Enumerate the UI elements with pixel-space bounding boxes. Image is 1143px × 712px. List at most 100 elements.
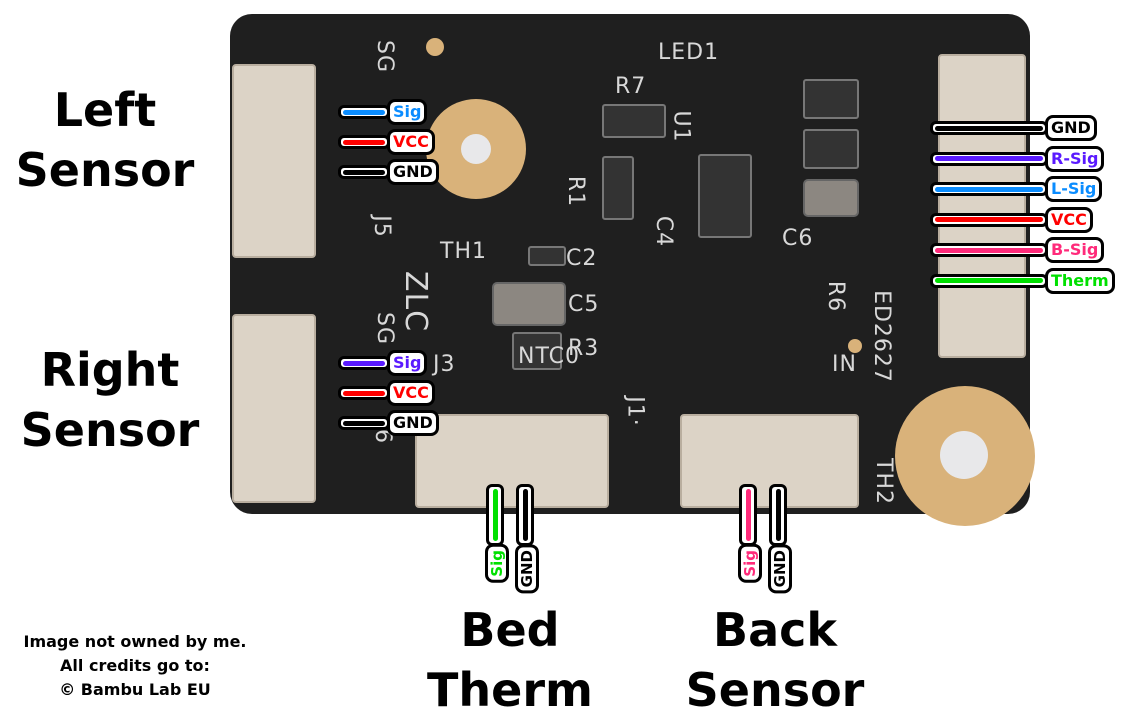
wire-line bbox=[338, 165, 390, 179]
resistor-r1 bbox=[602, 156, 634, 220]
silk-th2: TH2 bbox=[870, 458, 896, 505]
silk-c2: C2 bbox=[566, 246, 598, 271]
capacitor-c2 bbox=[528, 246, 566, 266]
title-line: Back bbox=[713, 603, 837, 657]
back-sensor-pin-gnd-wire bbox=[769, 484, 787, 546]
silk-led1: LED1 bbox=[658, 40, 720, 65]
silk-r7: R7 bbox=[615, 74, 647, 99]
wire-line bbox=[338, 416, 390, 430]
credit-line: © Bambu Lab EU bbox=[59, 680, 211, 699]
main-connector-pin-vcc: VCC bbox=[930, 206, 1093, 233]
pin-label: L-Sig bbox=[1045, 176, 1103, 202]
silk-c4: C4 bbox=[651, 215, 677, 248]
wire-line bbox=[338, 105, 390, 119]
silk-r6: R6 bbox=[823, 280, 849, 313]
pin-label: VCC bbox=[387, 380, 435, 406]
silk-sg2: SG bbox=[372, 311, 398, 346]
mounting-hole bbox=[940, 431, 988, 479]
right-sensor-title: Right Sensor bbox=[5, 340, 215, 460]
pin-label: Sig bbox=[387, 99, 428, 125]
silk-j1: J1· bbox=[622, 396, 648, 427]
main-connector-pin-therm: Therm bbox=[930, 267, 1115, 294]
credit-note: Image not owned by me. All credits go to… bbox=[0, 630, 270, 702]
silk-r3: R3 bbox=[568, 336, 600, 361]
resistor-r7 bbox=[602, 104, 666, 138]
main-connector-pin-l-sig: L-Sig bbox=[930, 176, 1103, 202]
title-line: Right bbox=[40, 343, 180, 397]
pin-label: R-Sig bbox=[1045, 145, 1105, 172]
silk-sg: SG bbox=[372, 39, 398, 74]
back-sensor-pin-sig-wire bbox=[739, 484, 757, 546]
capacitor-c6 bbox=[803, 179, 859, 217]
right-sensor-pin-gnd: GND bbox=[338, 410, 439, 436]
pin-label: VCC bbox=[1045, 206, 1093, 233]
left-sensor-pin-gnd: GND bbox=[338, 159, 439, 185]
pin-label: B-Sig bbox=[1045, 237, 1105, 263]
chip-u1 bbox=[698, 154, 752, 238]
silk-in: IN bbox=[832, 352, 857, 377]
wire-line bbox=[930, 182, 1048, 196]
resistor-r3 bbox=[512, 332, 562, 370]
bed-therm-pin-sig-wire bbox=[486, 484, 504, 546]
silk-zlc: ZLC bbox=[398, 270, 434, 333]
bed-therm-title: Bed Therm bbox=[410, 600, 610, 712]
resistor bbox=[803, 79, 859, 119]
title-line: Sensor bbox=[20, 403, 200, 457]
pin-label: GND bbox=[1045, 115, 1097, 141]
right-sensor-pin-vcc: VCC bbox=[338, 380, 435, 406]
left-sensor-pin-vcc: VCC bbox=[338, 129, 435, 155]
wire-line bbox=[930, 273, 1048, 288]
wire-line bbox=[338, 386, 390, 400]
bed-therm-pin-sig-label: Sig bbox=[485, 544, 509, 583]
bed-therm-connector bbox=[415, 414, 609, 508]
pin-label: VCC bbox=[387, 129, 435, 155]
right-sensor-pin-sig: Sig bbox=[338, 350, 428, 376]
main-connector-pin-b-sig: B-Sig bbox=[930, 237, 1105, 263]
main-connector-pin-gnd: GND bbox=[930, 115, 1097, 141]
title-line: Sensor bbox=[685, 663, 865, 712]
silk-j5: J5 bbox=[368, 215, 394, 238]
left-sensor-pin-sig: Sig bbox=[338, 99, 428, 125]
pin-label: GND bbox=[387, 159, 439, 185]
silk-j3: J3 bbox=[433, 352, 456, 377]
title-line: Left bbox=[53, 83, 157, 137]
pin-label: Sig bbox=[387, 350, 428, 376]
bed-therm-pin-gnd-wire bbox=[516, 484, 534, 546]
pcb-board: SG J5 TH1 ZLC SG J3 6 NTC0 J1· LED1 R7 U… bbox=[230, 14, 1035, 526]
silk-c6: C6 bbox=[782, 226, 814, 251]
silk-th1: TH1 bbox=[440, 239, 487, 264]
pin-label: GND bbox=[387, 410, 439, 436]
main-connector bbox=[938, 54, 1026, 358]
title-line: Bed bbox=[460, 603, 560, 657]
wire-line bbox=[930, 243, 1048, 257]
back-sensor-title: Back Sensor bbox=[670, 600, 880, 712]
silk-ntc0: NTC0 bbox=[518, 344, 580, 369]
resistor bbox=[803, 129, 859, 169]
credit-line: Image not owned by me. bbox=[23, 632, 247, 651]
mounting-hole bbox=[461, 134, 491, 164]
main-connector-pin-r-sig: R-Sig bbox=[930, 145, 1105, 172]
back-sensor-pin-gnd-label: GND bbox=[768, 544, 792, 594]
title-line: Therm bbox=[427, 663, 593, 712]
test-pad bbox=[848, 339, 862, 353]
back-sensor-pin-sig-label: Sig bbox=[738, 544, 762, 583]
wire-line bbox=[338, 135, 390, 149]
silk-u1: U1 bbox=[668, 110, 694, 143]
title-line: Sensor bbox=[15, 143, 195, 197]
wire-line bbox=[930, 121, 1048, 135]
wire-line bbox=[930, 212, 1048, 227]
test-pad bbox=[426, 38, 444, 56]
wire-line bbox=[338, 356, 390, 370]
silk-ed2627: ED2627 bbox=[868, 290, 894, 383]
wire-line bbox=[930, 151, 1048, 166]
credit-line: All credits go to: bbox=[60, 656, 210, 675]
silk-r1: R1 bbox=[563, 175, 589, 208]
bed-therm-pin-gnd-label: GND bbox=[515, 544, 539, 594]
capacitor-c5 bbox=[492, 282, 566, 326]
right-sensor-connector bbox=[232, 314, 316, 503]
left-sensor-connector bbox=[232, 64, 316, 258]
left-sensor-title: Left Sensor bbox=[0, 80, 210, 200]
pin-label: Therm bbox=[1045, 267, 1115, 294]
silk-c5: C5 bbox=[568, 292, 600, 317]
